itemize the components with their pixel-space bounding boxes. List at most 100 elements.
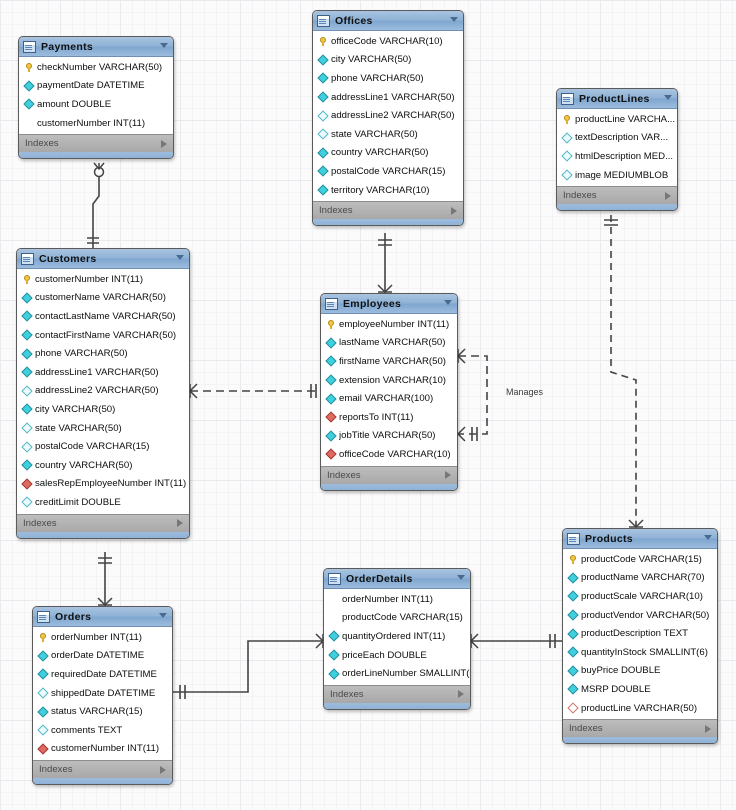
- table-column[interactable]: orderDate DATETIME: [33, 647, 172, 666]
- table-column[interactable]: contactLastName VARCHAR(50): [17, 307, 189, 326]
- table-column[interactable]: employeeNumber INT(11): [321, 315, 457, 334]
- table-title-bar[interactable]: OrderDetails: [324, 569, 470, 589]
- table-column[interactable]: addressLine2 VARCHAR(50): [313, 106, 463, 125]
- chevron-down-icon[interactable]: [160, 43, 168, 48]
- table-column[interactable]: creditLimit DOUBLE: [17, 493, 189, 512]
- indexes-section[interactable]: Indexes: [563, 719, 717, 738]
- table-column[interactable]: city VARCHAR(50): [17, 400, 189, 419]
- table-title-bar[interactable]: Payments: [19, 37, 173, 57]
- expand-right-icon[interactable]: [161, 139, 167, 148]
- table-column[interactable]: addressLine2 VARCHAR(50): [17, 382, 189, 401]
- table-column[interactable]: checkNumber VARCHAR(50): [19, 58, 173, 77]
- chevron-down-icon[interactable]: [664, 95, 672, 100]
- table-column[interactable]: amount DOUBLE: [19, 95, 173, 114]
- indexes-section[interactable]: Indexes: [17, 513, 189, 532]
- table-column[interactable]: customerNumber INT(11): [33, 740, 172, 759]
- table-column[interactable]: textDescription VAR...: [557, 129, 677, 148]
- chevron-down-icon[interactable]: [176, 255, 184, 260]
- table-column[interactable]: productDescription TEXT: [563, 624, 717, 643]
- table-column[interactable]: productName VARCHAR(70): [563, 569, 717, 588]
- table-column[interactable]: shippedDate DATETIME: [33, 684, 172, 703]
- table-column[interactable]: jobTitle VARCHAR(50): [321, 427, 457, 446]
- table-column[interactable]: firstName VARCHAR(50): [321, 352, 457, 371]
- table-column[interactable]: extension VARCHAR(10): [321, 371, 457, 390]
- table-column[interactable]: email VARCHAR(100): [321, 389, 457, 408]
- chevron-down-icon[interactable]: [457, 575, 465, 580]
- table-title-bar[interactable]: Products: [563, 529, 717, 549]
- table-column[interactable]: postalCode VARCHAR(15): [313, 162, 463, 181]
- table-column[interactable]: priceEach DOUBLE: [324, 646, 470, 665]
- table-column[interactable]: status VARCHAR(15): [33, 702, 172, 721]
- table-column[interactable]: image MEDIUMBLOB: [557, 166, 677, 185]
- table-column[interactable]: paymentDate DATETIME: [19, 77, 173, 96]
- table-column[interactable]: officeCode VARCHAR(10): [313, 32, 463, 51]
- table-title-bar[interactable]: Customers: [17, 249, 189, 269]
- table-column[interactable]: addressLine1 VARCHAR(50): [313, 88, 463, 107]
- indexes-section[interactable]: Indexes: [33, 760, 172, 779]
- indexes-section[interactable]: Indexes: [557, 186, 677, 205]
- table-title-bar[interactable]: Offices: [313, 11, 463, 31]
- table-column[interactable]: addressLine1 VARCHAR(50): [17, 363, 189, 382]
- table-column[interactable]: productLine VARCHAR(50): [563, 699, 717, 718]
- chevron-down-icon[interactable]: [704, 535, 712, 540]
- table-column[interactable]: contactFirstName VARCHAR(50): [17, 326, 189, 345]
- table-column[interactable]: productVendor VARCHAR(50): [563, 606, 717, 625]
- table-column[interactable]: city VARCHAR(50): [313, 51, 463, 70]
- table-column[interactable]: orderNumber INT(11): [33, 628, 172, 647]
- table-column[interactable]: officeCode VARCHAR(10): [321, 445, 457, 464]
- table-column[interactable]: country VARCHAR(50): [17, 456, 189, 475]
- table-title-bar[interactable]: Employees: [321, 294, 457, 314]
- chevron-down-icon[interactable]: [444, 300, 452, 305]
- table-title-bar[interactable]: Orders: [33, 607, 172, 627]
- table-column[interactable]: customerNumber INT(11): [19, 114, 173, 133]
- table-column[interactable]: productCode VARCHAR(15): [563, 550, 717, 569]
- table-column[interactable]: phone VARCHAR(50): [17, 344, 189, 363]
- table-column[interactable]: postalCode VARCHAR(15): [17, 437, 189, 456]
- table-column[interactable]: quantityInStock SMALLINT(6): [563, 643, 717, 662]
- table-column[interactable]: quantityOrdered INT(11): [324, 627, 470, 646]
- table-column[interactable]: productCode VARCHAR(15): [324, 609, 470, 628]
- table-column[interactable]: orderLineNumber SMALLINT(6): [324, 664, 470, 683]
- table-column[interactable]: productLine VARCHA...: [557, 110, 677, 129]
- chevron-down-icon[interactable]: [450, 17, 458, 22]
- table-column[interactable]: salesRepEmployeeNumber INT(11): [17, 475, 189, 494]
- table-column[interactable]: country VARCHAR(50): [313, 144, 463, 163]
- table-column[interactable]: buyPrice DOUBLE: [563, 662, 717, 681]
- table-column[interactable]: comments TEXT: [33, 721, 172, 740]
- table-column[interactable]: territory VARCHAR(10): [313, 181, 463, 200]
- indexes-section[interactable]: Indexes: [313, 201, 463, 220]
- indexes-section[interactable]: Indexes: [19, 134, 173, 153]
- table-column[interactable]: state VARCHAR(50): [17, 419, 189, 438]
- table-column[interactable]: customerName VARCHAR(50): [17, 289, 189, 308]
- indexes-section[interactable]: Indexes: [324, 684, 470, 703]
- expand-right-icon[interactable]: [451, 206, 457, 215]
- table-column[interactable]: productScale VARCHAR(10): [563, 587, 717, 606]
- expand-right-icon[interactable]: [705, 724, 711, 733]
- indexes-section[interactable]: Indexes: [321, 465, 457, 484]
- expand-right-icon[interactable]: [160, 765, 166, 774]
- table-column[interactable]: orderNumber INT(11): [324, 590, 470, 609]
- expand-right-icon[interactable]: [458, 690, 464, 699]
- table-column[interactable]: htmlDescription MED...: [557, 147, 677, 166]
- expand-right-icon[interactable]: [177, 519, 183, 528]
- table-column[interactable]: phone VARCHAR(50): [313, 69, 463, 88]
- table-title-bar[interactable]: ProductLines: [557, 89, 677, 109]
- table-column[interactable]: state VARCHAR(50): [313, 125, 463, 144]
- table-column[interactable]: customerNumber INT(11): [17, 270, 189, 289]
- table-column[interactable]: lastName VARCHAR(50): [321, 334, 457, 353]
- table-column[interactable]: reportsTo INT(11): [321, 408, 457, 427]
- expand-right-icon[interactable]: [665, 191, 671, 200]
- chevron-down-icon[interactable]: [159, 613, 167, 618]
- table-column[interactable]: MSRP DOUBLE: [563, 680, 717, 699]
- table-column[interactable]: requiredDate DATETIME: [33, 665, 172, 684]
- expand-right-icon[interactable]: [445, 471, 451, 480]
